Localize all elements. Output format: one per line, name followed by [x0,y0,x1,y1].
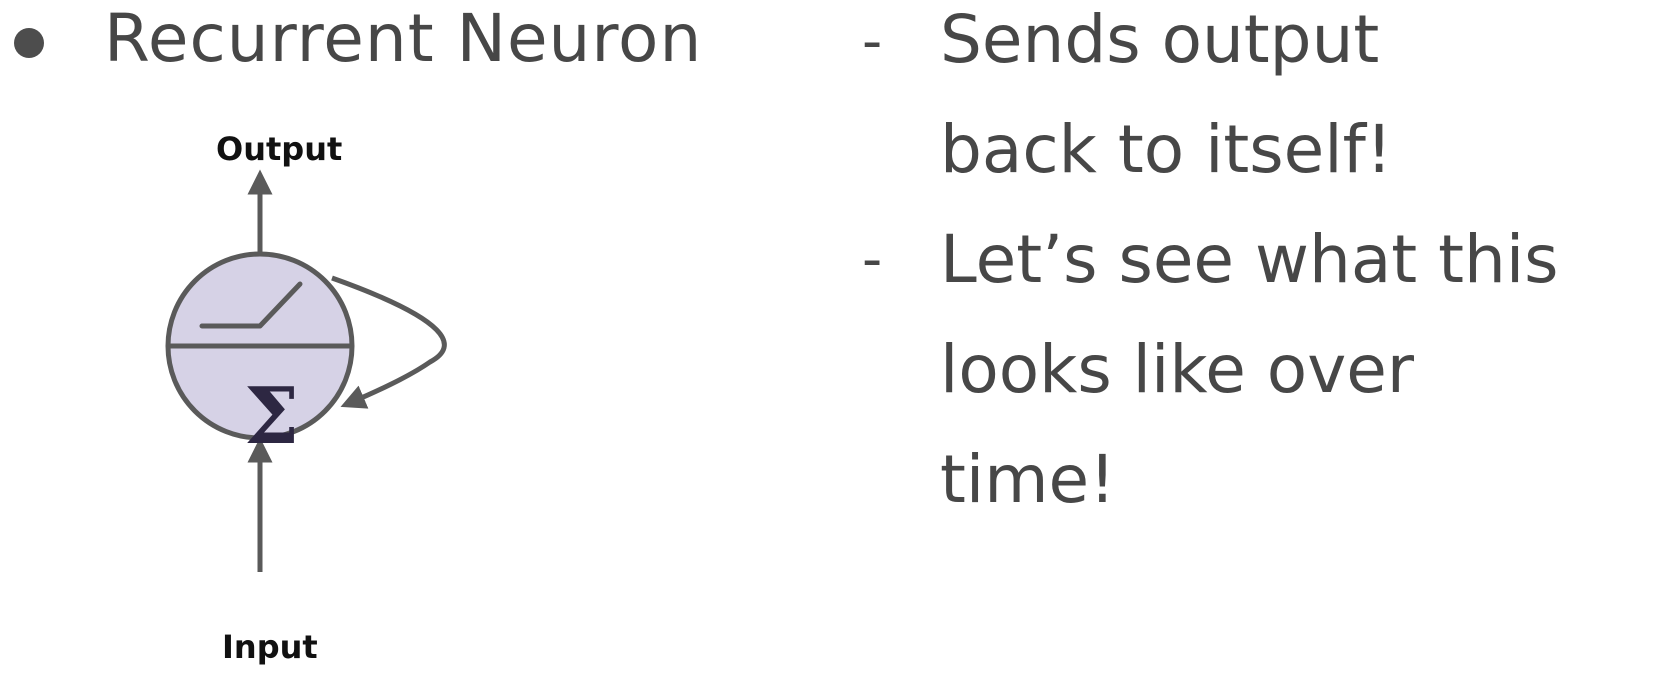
sum-symbol: Σ [244,371,300,462]
recurrent-neuron-diagram: Output Σ Input [160,120,540,680]
slide-heading: Recurrent Neuron [104,0,703,77]
output-label: Output [216,130,343,168]
point-dash: - [862,9,883,74]
activation-icon [199,281,303,329]
point-over-time: Let’s see what this looks like over time… [940,221,1559,518]
point-send-output: Sends output back to itself! [940,1,1393,188]
recurrent-loop-arrow [331,275,447,409]
bullet-dot [14,28,44,58]
neuron-svg [165,169,447,572]
point-dash: - [862,227,883,292]
input-label: Input [222,628,318,666]
